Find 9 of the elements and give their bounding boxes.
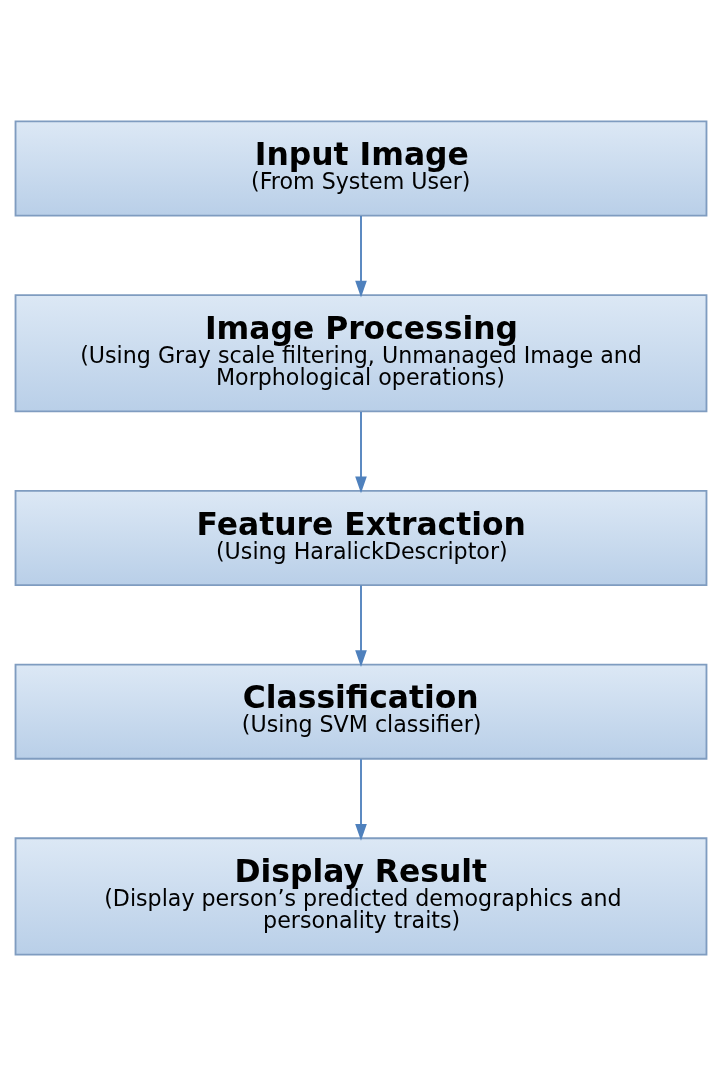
node-box: Display Result (Display person’s predicted demographics and personality traits) — [14, 836, 708, 956]
node-box: Input Image (From System User) — [14, 119, 708, 217]
node-box: Classification (Using SVM classifier) — [14, 663, 708, 760]
arrow — [355, 583, 367, 667]
arrow — [355, 214, 367, 297]
node-box: Image Processing (Using Gray scale filtering, Unmanaged Image and Morphological operations) — [14, 293, 708, 412]
arrow — [355, 410, 367, 493]
node-box: Feature Extraction (Using HaralickDescriptor) — [14, 489, 708, 586]
arrow — [355, 757, 367, 841]
